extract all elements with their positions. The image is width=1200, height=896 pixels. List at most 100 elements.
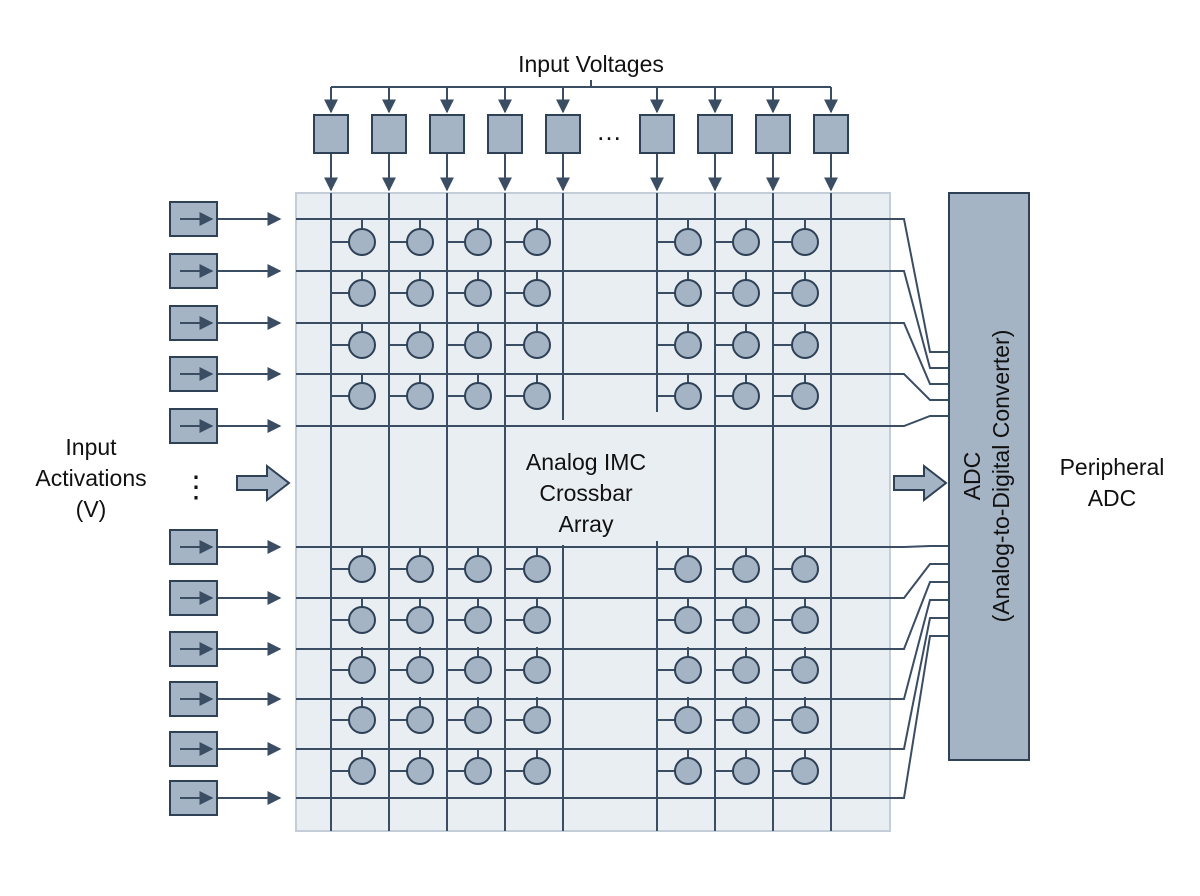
memory-cell [523, 331, 551, 359]
memory-cell [348, 279, 376, 307]
memory-cell [348, 606, 376, 634]
memory-cell [348, 331, 376, 359]
memory-cell [406, 606, 434, 634]
voltage-driver-block [697, 114, 733, 154]
memory-cell [348, 228, 376, 256]
voltage-driver-block [755, 114, 791, 154]
memory-cell [464, 228, 492, 256]
memory-cell [674, 228, 702, 256]
left-label-line-3: (V) [76, 496, 107, 522]
crossbar-array-region [295, 192, 891, 832]
memory-cell [732, 382, 760, 410]
memory-cell [732, 757, 760, 785]
adc-label-line-2: (Analog-to-Digital Converter) [988, 330, 1014, 623]
memory-cell [348, 706, 376, 734]
voltage-driver-block [813, 114, 849, 154]
voltage-driver-block [429, 114, 465, 154]
left-label-line-2: Activations [35, 465, 146, 491]
memory-cell [791, 228, 819, 256]
row-line [296, 581, 949, 650]
memory-cell [348, 555, 376, 583]
memory-cell [406, 382, 434, 410]
output-flow-arrow [893, 463, 948, 503]
memory-cell [732, 656, 760, 684]
voltage-driver-block [487, 114, 523, 154]
right-label-line-2: ADC [1088, 485, 1137, 511]
memory-cell [791, 706, 819, 734]
memory-cell [523, 706, 551, 734]
memory-cell [674, 555, 702, 583]
memory-cells [331, 219, 819, 785]
adc-label-line-1: ADC [959, 452, 985, 501]
memory-cell [406, 555, 434, 583]
left-label-line-1: Input [65, 434, 117, 460]
top-ellipsis: … [596, 116, 622, 146]
memory-cell [464, 382, 492, 410]
row-line [296, 599, 949, 700]
memory-cell [791, 656, 819, 684]
memory-cell [791, 606, 819, 634]
row-line [296, 635, 949, 799]
memory-cell [464, 606, 492, 634]
voltage-drivers [313, 114, 849, 154]
memory-cell [406, 228, 434, 256]
memory-cell [348, 757, 376, 785]
row-line [296, 563, 949, 599]
memory-cell [732, 331, 760, 359]
memory-cell [791, 279, 819, 307]
memory-cell [674, 757, 702, 785]
memory-cell [523, 757, 551, 785]
center-label-line-3: Array [559, 511, 614, 537]
memory-cell [523, 228, 551, 256]
voltage-driver-block [371, 114, 407, 154]
center-label-line-1: Analog IMC [526, 449, 646, 475]
voltage-driver-block [313, 114, 349, 154]
memory-cell [523, 606, 551, 634]
memory-cell [732, 279, 760, 307]
memory-cell [464, 279, 492, 307]
memory-cell [523, 656, 551, 684]
center-label-line-2: Crossbar [539, 480, 633, 506]
memory-cell [791, 757, 819, 785]
activation-input-blocks [169, 201, 218, 816]
memory-cell [523, 555, 551, 583]
memory-cell [674, 606, 702, 634]
memory-cell [732, 706, 760, 734]
memory-cell [464, 331, 492, 359]
memory-cell [348, 656, 376, 684]
memory-cell [406, 331, 434, 359]
memory-cell [791, 382, 819, 410]
voltage-driver-block [545, 114, 581, 154]
row-line [296, 373, 949, 401]
memory-cell [464, 555, 492, 583]
memory-cell [674, 656, 702, 684]
memory-cell [732, 606, 760, 634]
input-flow-arrow [236, 463, 291, 503]
memory-cell [732, 228, 760, 256]
right-label-line-1: Peripheral [1060, 454, 1165, 480]
memory-cell [464, 757, 492, 785]
row-line [296, 617, 949, 750]
memory-cell [348, 382, 376, 410]
memory-cell [406, 706, 434, 734]
memory-cell [674, 331, 702, 359]
memory-cell [464, 656, 492, 684]
row-line [296, 322, 949, 385]
memory-cell [791, 331, 819, 359]
memory-cell [406, 757, 434, 785]
top-title: Input Voltages [518, 51, 664, 77]
left-ellipsis: ⋮ [181, 471, 211, 504]
row-line [296, 270, 949, 369]
memory-cell [732, 555, 760, 583]
memory-cell [674, 279, 702, 307]
memory-cell [523, 279, 551, 307]
wires [217, 80, 949, 831]
memory-cell [674, 706, 702, 734]
memory-cell [791, 555, 819, 583]
row-line [296, 545, 949, 548]
memory-cell [674, 382, 702, 410]
row-line [296, 415, 949, 427]
memory-cell [523, 382, 551, 410]
memory-cell [464, 706, 492, 734]
